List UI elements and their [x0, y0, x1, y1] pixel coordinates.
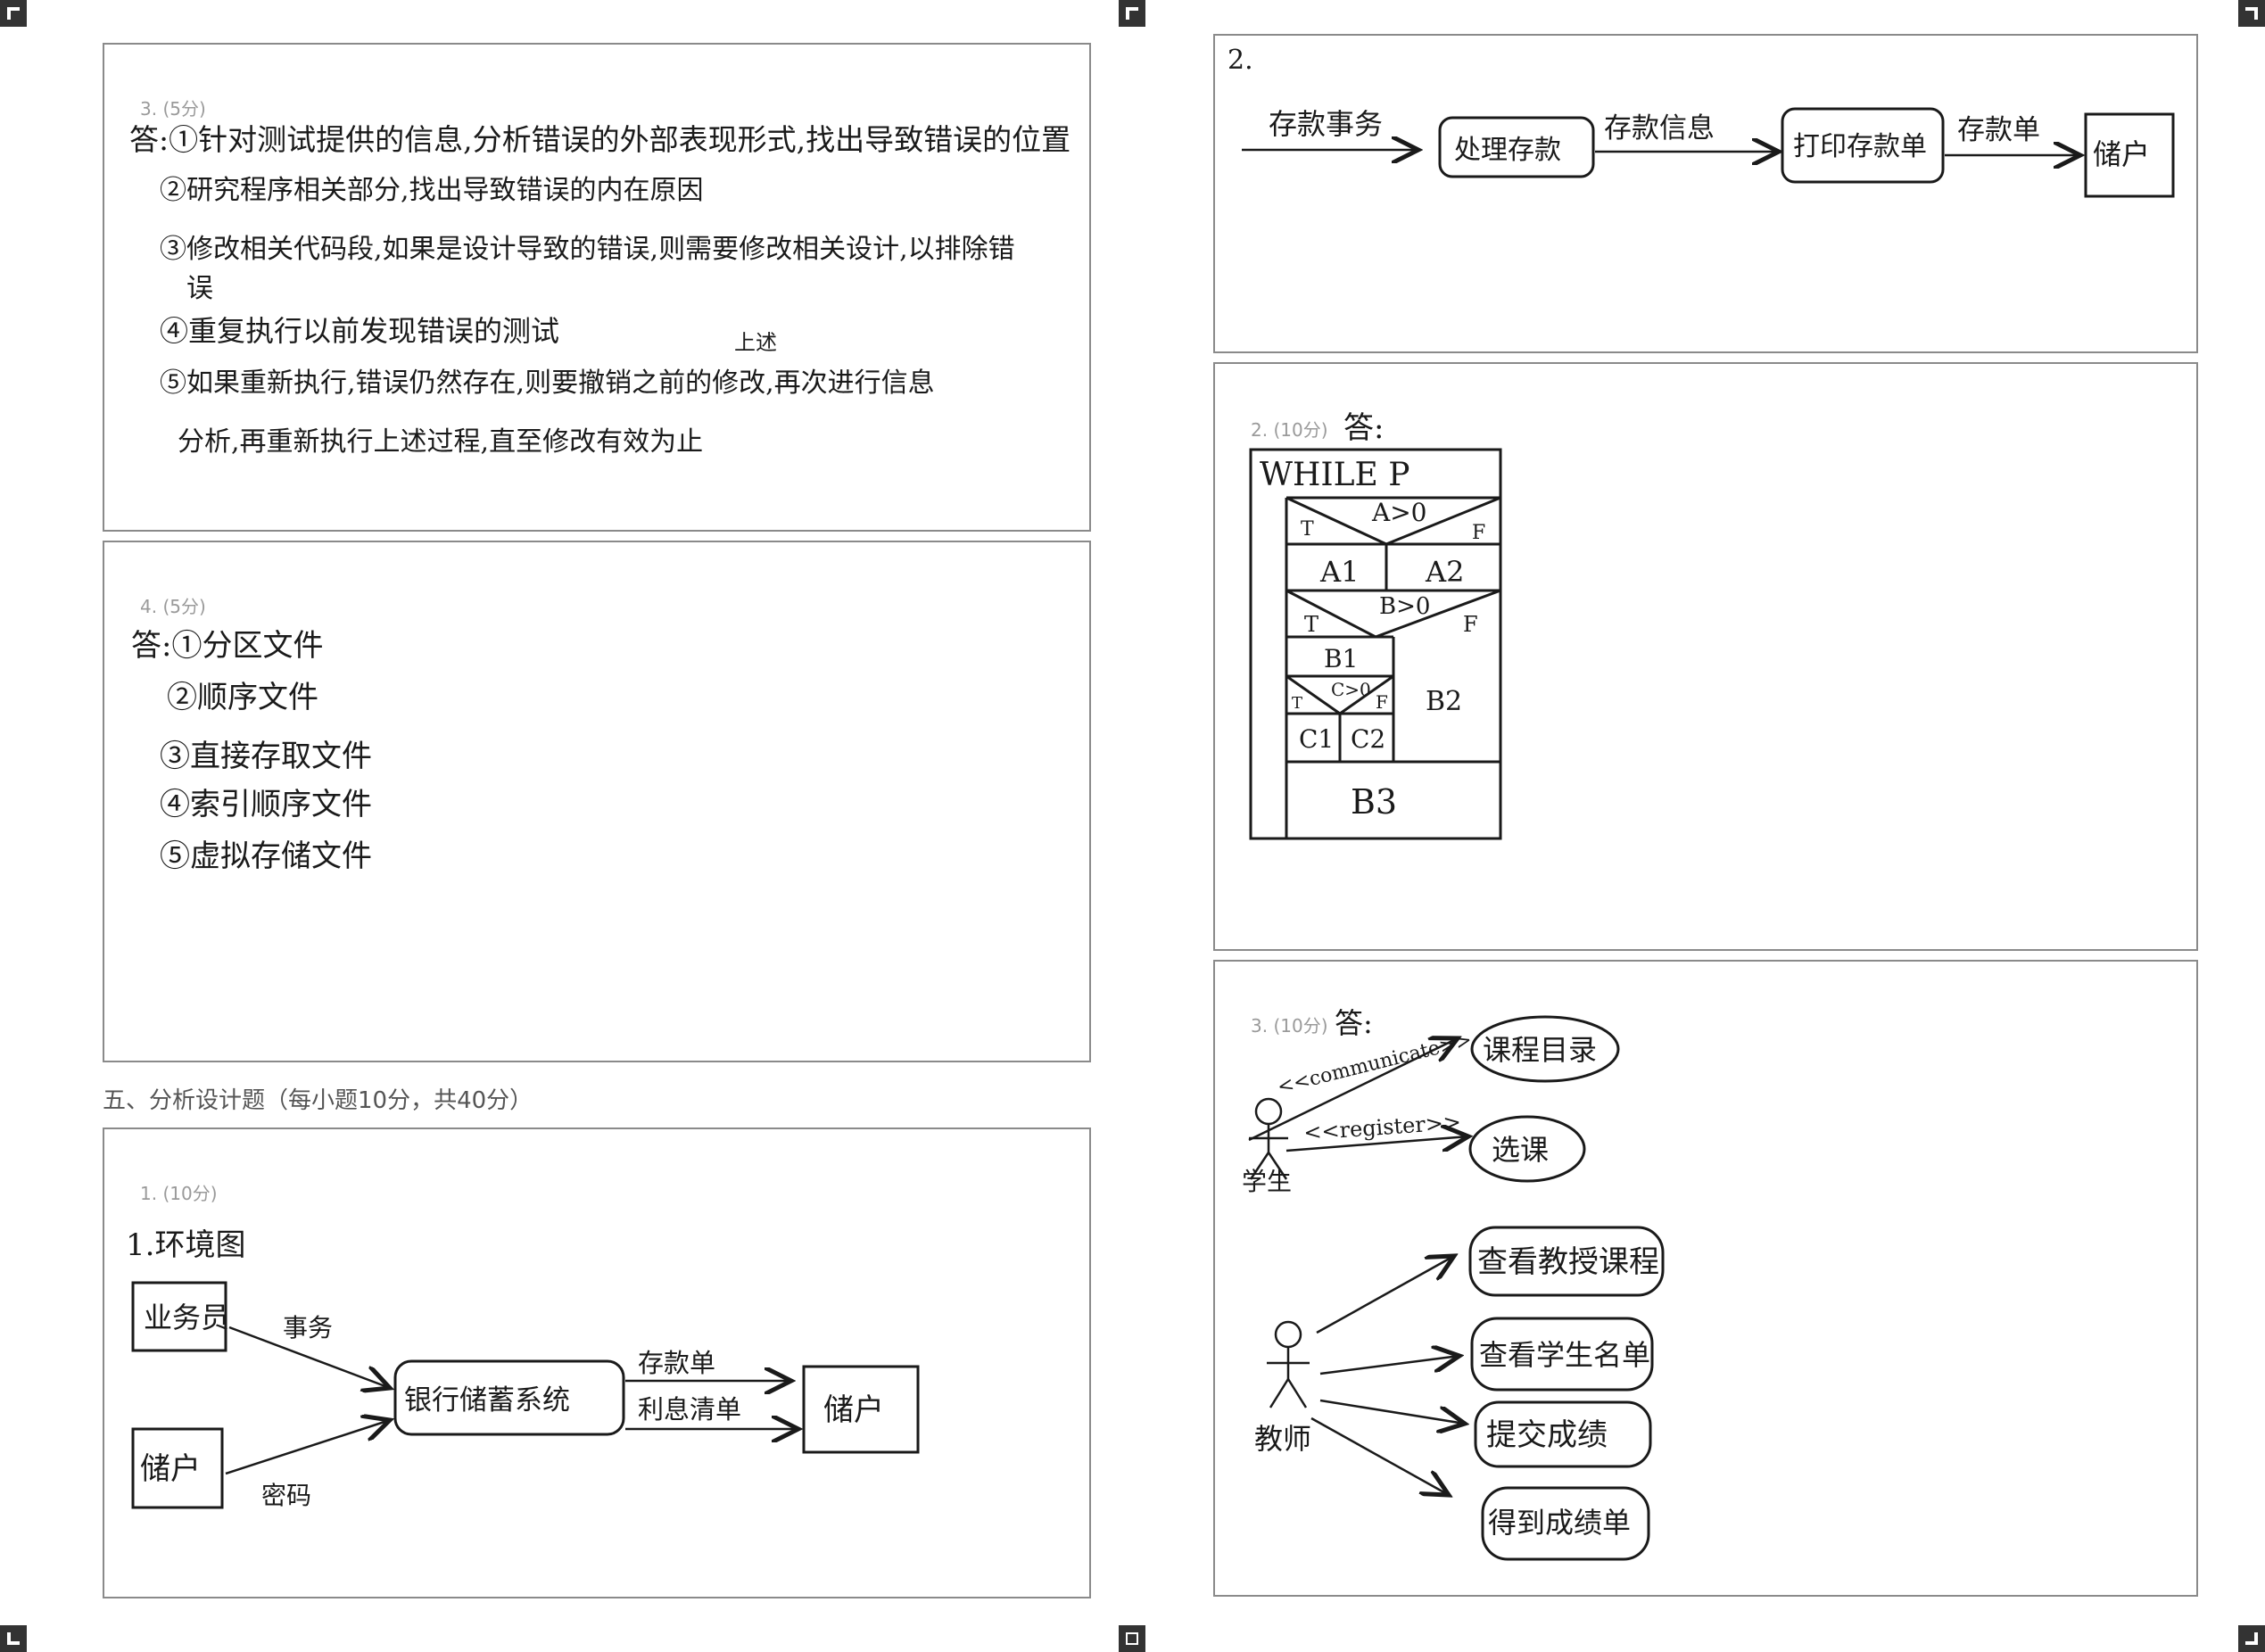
entity-clerk-box [131, 1281, 227, 1352]
stereotype-communicate: <<communicate>> [1275, 1028, 1474, 1098]
process-print-slip-box [1781, 107, 1945, 184]
nsd-f-c: F [1376, 691, 1388, 713]
answer-line-1: 答:①分区文件 [131, 628, 324, 664]
corner-mark-top-middle [1119, 0, 1145, 27]
entity-depositor-in-label: 储户 [140, 1451, 201, 1487]
actor-teacher-label: 教师 [1254, 1422, 1311, 1456]
question-label: 3. (10分) [1251, 1015, 1328, 1037]
process-handle-deposit-box [1438, 116, 1595, 178]
actor-student-label: 学生 [1242, 1167, 1292, 1196]
nsd-a2: A2 [1425, 555, 1464, 589]
usecase-select-label: 选课 [1492, 1133, 1549, 1167]
answer-line-5b: 分析,再重新执行上述过程,直至修改有效为止 [178, 426, 704, 458]
entity-depositor-in-box [131, 1427, 224, 1509]
question-label: 1. (10分) [140, 1183, 218, 1204]
corner-mark-top-right [2238, 0, 2265, 27]
nsd-outer-frame [1249, 448, 1502, 840]
nsd-cond-c: C>0 [1331, 679, 1371, 700]
usecase-prof-courses [1468, 1226, 1665, 1297]
flow-transaction-arrow [228, 1326, 390, 1388]
flow-password-arrow [225, 1420, 390, 1475]
process-system-label: 银行储蓄系统 [404, 1384, 570, 1417]
nsd-t-c: T [1292, 694, 1302, 713]
data-flow-diagram: 存款事务 处理存款 存款信息 打印存款单 存款单 储户 [1242, 107, 2175, 198]
question-label: 2. [1228, 45, 1253, 76]
stereotype-register: <<register>> [1302, 1110, 1461, 1145]
usecase-catalog [1470, 1015, 1620, 1083]
answer-line-1: 答:①针对测试提供的信息,分析错误的外部表现形式,找出导致错误的位置 [129, 122, 1071, 157]
flow-transaction-label: 事务 [283, 1313, 333, 1342]
process-print-slip-label: 打印存款单 [1793, 131, 1927, 162]
nsd-c2: C2 [1351, 724, 1385, 754]
question-label: 2. (10分) [1251, 419, 1328, 441]
answer-line-4: ④索引顺序文件 [160, 787, 372, 822]
usecase-student-list [1470, 1317, 1654, 1392]
actor-teacher-icon [1267, 1320, 1310, 1408]
nsd-t-b: T [1304, 612, 1318, 637]
answer-box-q2-ns-diagram: 2. (10分) 答: WHILE P A>0 T F A1 A2 [1213, 362, 2198, 951]
context-diagram: 业务员 储户 银行储蓄系统 储户 事务 密码 存款单 利息清单 [131, 1281, 920, 1510]
answer-line-3: ③直接存取文件 [160, 739, 372, 774]
nsd-f-b: F [1463, 612, 1478, 637]
process-system-box [393, 1359, 625, 1436]
answer-prefix: 答: [1335, 1006, 1373, 1040]
nsd-cond-a: A>0 [1371, 498, 1427, 527]
answer-box-q1-context-diagram: 1. (10分) 1.环境图 业务员 储户 银行储蓄系统 储户 事务 密码 存款… [103, 1127, 1091, 1598]
corner-mark-bottom-middle [1119, 1625, 1145, 1652]
answer-line-4: ④重复执行以前发现错误的测试 [160, 314, 560, 348]
usecase-prof-courses-label: 查看教授课程 [1477, 1244, 1659, 1280]
corner-mark-bottom-left [0, 1625, 27, 1652]
use-case-diagram: 学生 <<communicate>> <<register>> 课程目录 选课 … [1242, 1015, 1665, 1561]
nsd-c1: C1 [1299, 724, 1334, 754]
entity-clerk-label: 业务员 [144, 1301, 229, 1334]
flow-out-label: 存款单 [1957, 114, 2040, 146]
actor-student-icon [1249, 1097, 1288, 1180]
nassi-shneiderman-chart: WHILE P A>0 T F A1 A2 B>0 T F B1 B2 C>0 … [1249, 448, 1502, 840]
section-title: 五、分析设计题（每小题10分，共40分） [103, 1087, 533, 1114]
answer-box-q3: 3. (5分) 答:①针对测试提供的信息,分析错误的外部表现形式,找出导致错误的… [103, 43, 1091, 532]
nsd-while-label: WHILE P [1260, 457, 1409, 493]
corner-mark-top-left [0, 0, 27, 27]
flow-interest-list-label: 利息清单 [638, 1394, 741, 1425]
question-label: 4. (5分) [140, 596, 206, 617]
usecase-report [1481, 1486, 1650, 1561]
entity-depositor-out-box [802, 1365, 920, 1454]
usecase-submit [1474, 1400, 1652, 1468]
answer-line-3b: 误 [186, 273, 213, 304]
usecase-select [1468, 1115, 1586, 1183]
answer-line-2: ②顺序文件 [167, 680, 318, 715]
usecase-catalog-label: 课程目录 [1483, 1033, 1597, 1067]
nsd-t-a: T [1301, 518, 1314, 541]
nsd-cond-b: B>0 [1379, 593, 1430, 620]
sink-depositor-box [2084, 112, 2175, 198]
usecase-student-list-label: 查看学生名单 [1479, 1338, 1650, 1372]
answer-line-3: ③修改相关代码段,如果是设计导致的错误,则需要修改相关设计,以排除错 [160, 234, 1015, 265]
nsd-b3: B3 [1351, 782, 1397, 822]
flow-password-label: 密码 [261, 1481, 311, 1510]
answer-line-5: ⑤虚拟存储文件 [160, 838, 372, 874]
nsd-b1: B1 [1324, 644, 1358, 673]
nsd-b2: B2 [1426, 686, 1462, 717]
flow-deposit-slip-label: 存款单 [638, 1348, 715, 1378]
nsd-a1: A1 [1319, 555, 1359, 589]
sink-depositor-label: 储户 [2093, 137, 2150, 171]
corner-mark-bottom-right [2238, 1625, 2265, 1652]
usecase-report-label: 得到成绩单 [1488, 1506, 1631, 1540]
usecase-submit-label: 提交成绩 [1486, 1417, 1608, 1453]
answer-box-q4: 4. (5分) 答:①分区文件 ②顺序文件 ③直接存取文件 ④索引顺序文件 ⑤虚… [103, 541, 1091, 1062]
flow-in-label: 存款事务 [1269, 107, 1383, 141]
question-label: 3. (5分) [140, 98, 206, 120]
answer-box-q2-dfd: 2. 存款事务 处理存款 存款信息 打印存款单 存款单 储户 [1213, 34, 2198, 353]
answer-box-q3-use-case: 3. (10分) 答: 学生 <<communicate>> <<registe… [1213, 960, 2198, 1597]
nsd-f-a: F [1472, 522, 1485, 544]
answer-line-2: ②研究程序相关部分,找出导致错误的内在原因 [160, 175, 704, 206]
diagram-heading: 1.环境图 [126, 1227, 246, 1263]
answer-prefix: 答: [1343, 410, 1385, 446]
flow-mid-label: 存款信息 [1604, 112, 1715, 145]
process-handle-deposit-label: 处理存款 [1454, 135, 1561, 166]
entity-depositor-out-label: 储户 [823, 1392, 884, 1428]
correction-note: 上述 [734, 330, 777, 355]
answer-line-5: ⑤如果重新执行,错误仍然存在,则要撤销之前的修改,再次进行信息 [160, 368, 935, 399]
